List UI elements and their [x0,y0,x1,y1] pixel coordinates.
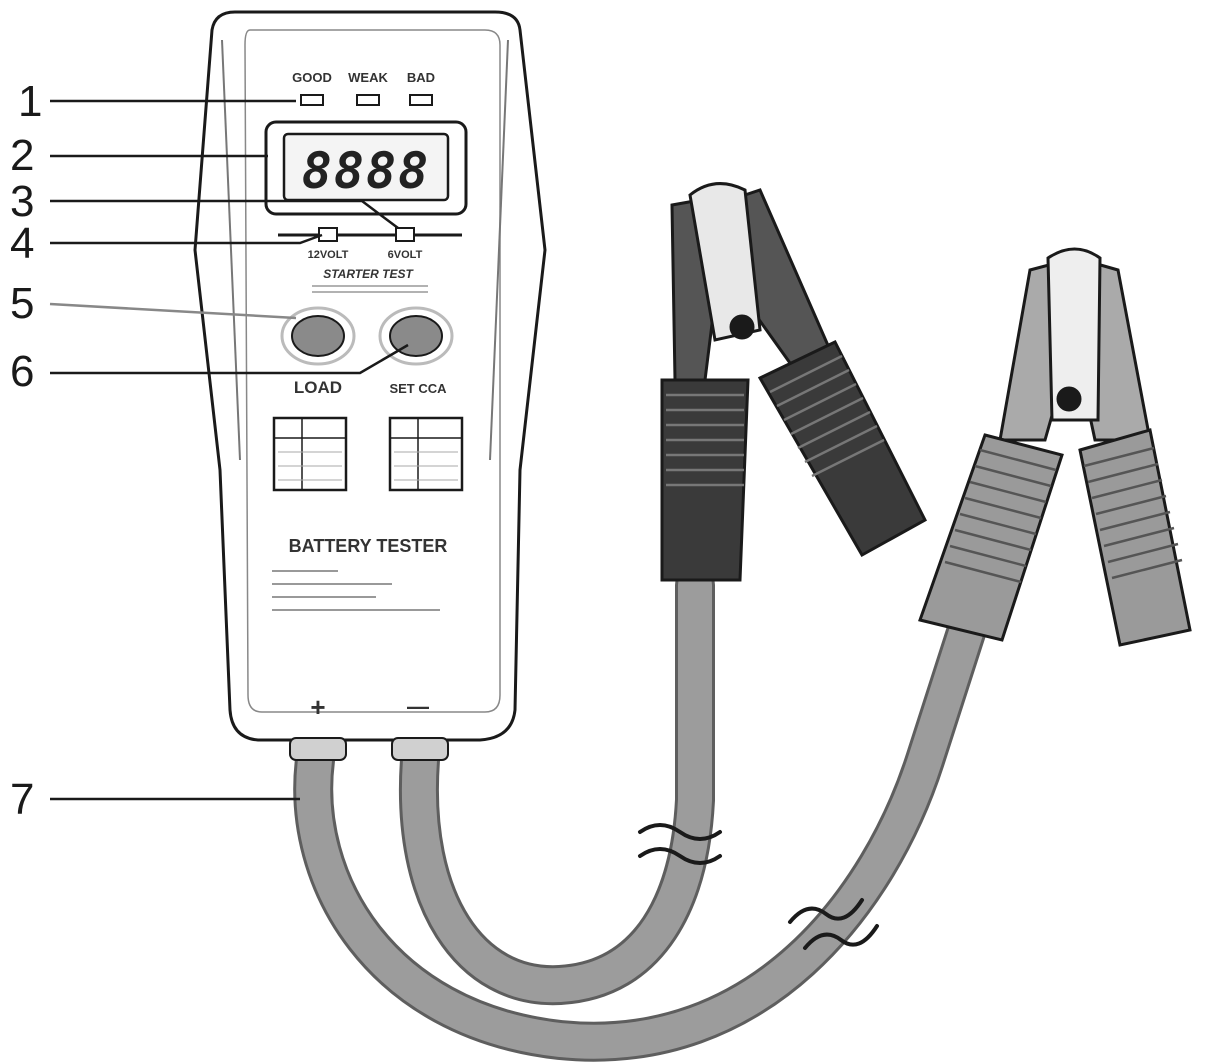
device-title: BATTERY TESTER [289,536,448,556]
positive-terminal-boot [289,737,347,761]
callout-1: 1 [18,77,42,126]
weak-label: WEAK [348,70,388,85]
callouts: 1 2 3 4 5 6 7 [10,77,409,824]
set-cca-button[interactable] [389,315,443,357]
black-clamp-pivot [729,314,755,340]
instruction-lines [272,570,440,611]
cables [293,565,990,1062]
weak-led [356,94,380,106]
lcd-digits: 8888 [302,142,430,200]
callout-7: 7 [10,775,34,824]
6volt-indicator [395,227,415,242]
positive-terminal-sign: + [310,692,325,722]
set-cca-button-label: SET CCA [389,381,447,396]
callout-3: 3 [10,177,34,226]
6volt-label: 6VOLT [388,249,423,261]
12volt-indicator [318,227,338,242]
callout-6: 6 [10,347,34,396]
12volt-label: 12VOLT [308,249,349,261]
bad-label: BAD [407,70,435,85]
black-clamp [660,182,927,582]
good-led [300,94,324,106]
callout-5: 5 [10,279,34,328]
load-button-label: LOAD [294,378,342,397]
load-button[interactable] [291,315,345,357]
callout-2: 2 [10,131,34,180]
right-reference-table [388,416,464,492]
left-reference-table [272,416,348,492]
starter-test-label: STARTER TEST [323,267,414,281]
good-label: GOOD [292,70,332,85]
callout-4: 4 [10,219,34,268]
lcd-window [282,132,450,202]
bad-led [409,94,433,106]
negative-terminal-boot [391,737,449,761]
grey-clamp [918,247,1192,647]
cable-break-marks [638,823,879,950]
negative-terminal-sign: — [407,694,429,719]
grey-clamp-pivot [1056,386,1082,412]
